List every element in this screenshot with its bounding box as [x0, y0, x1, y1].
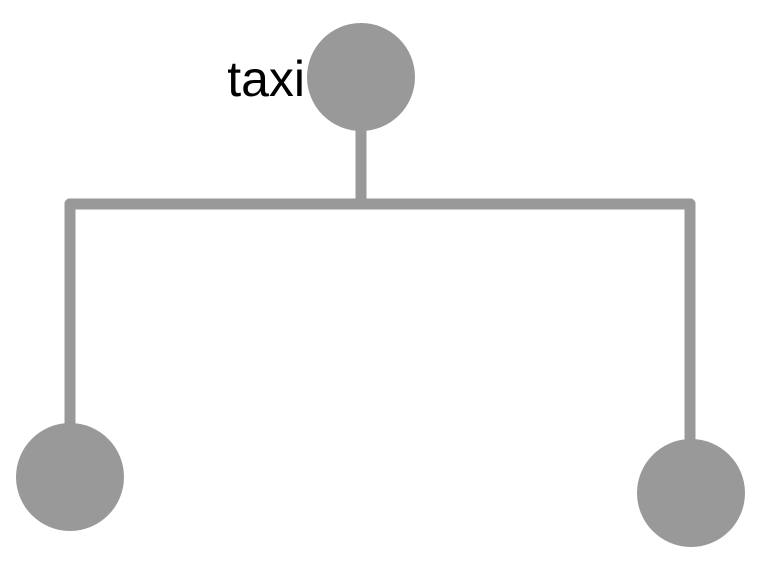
tree-edges: [64, 122, 696, 451]
root-label: taxi: [227, 51, 305, 107]
right-leaf-node: [637, 439, 745, 547]
left-leaf-node: [16, 423, 124, 531]
root-node: [307, 23, 415, 131]
